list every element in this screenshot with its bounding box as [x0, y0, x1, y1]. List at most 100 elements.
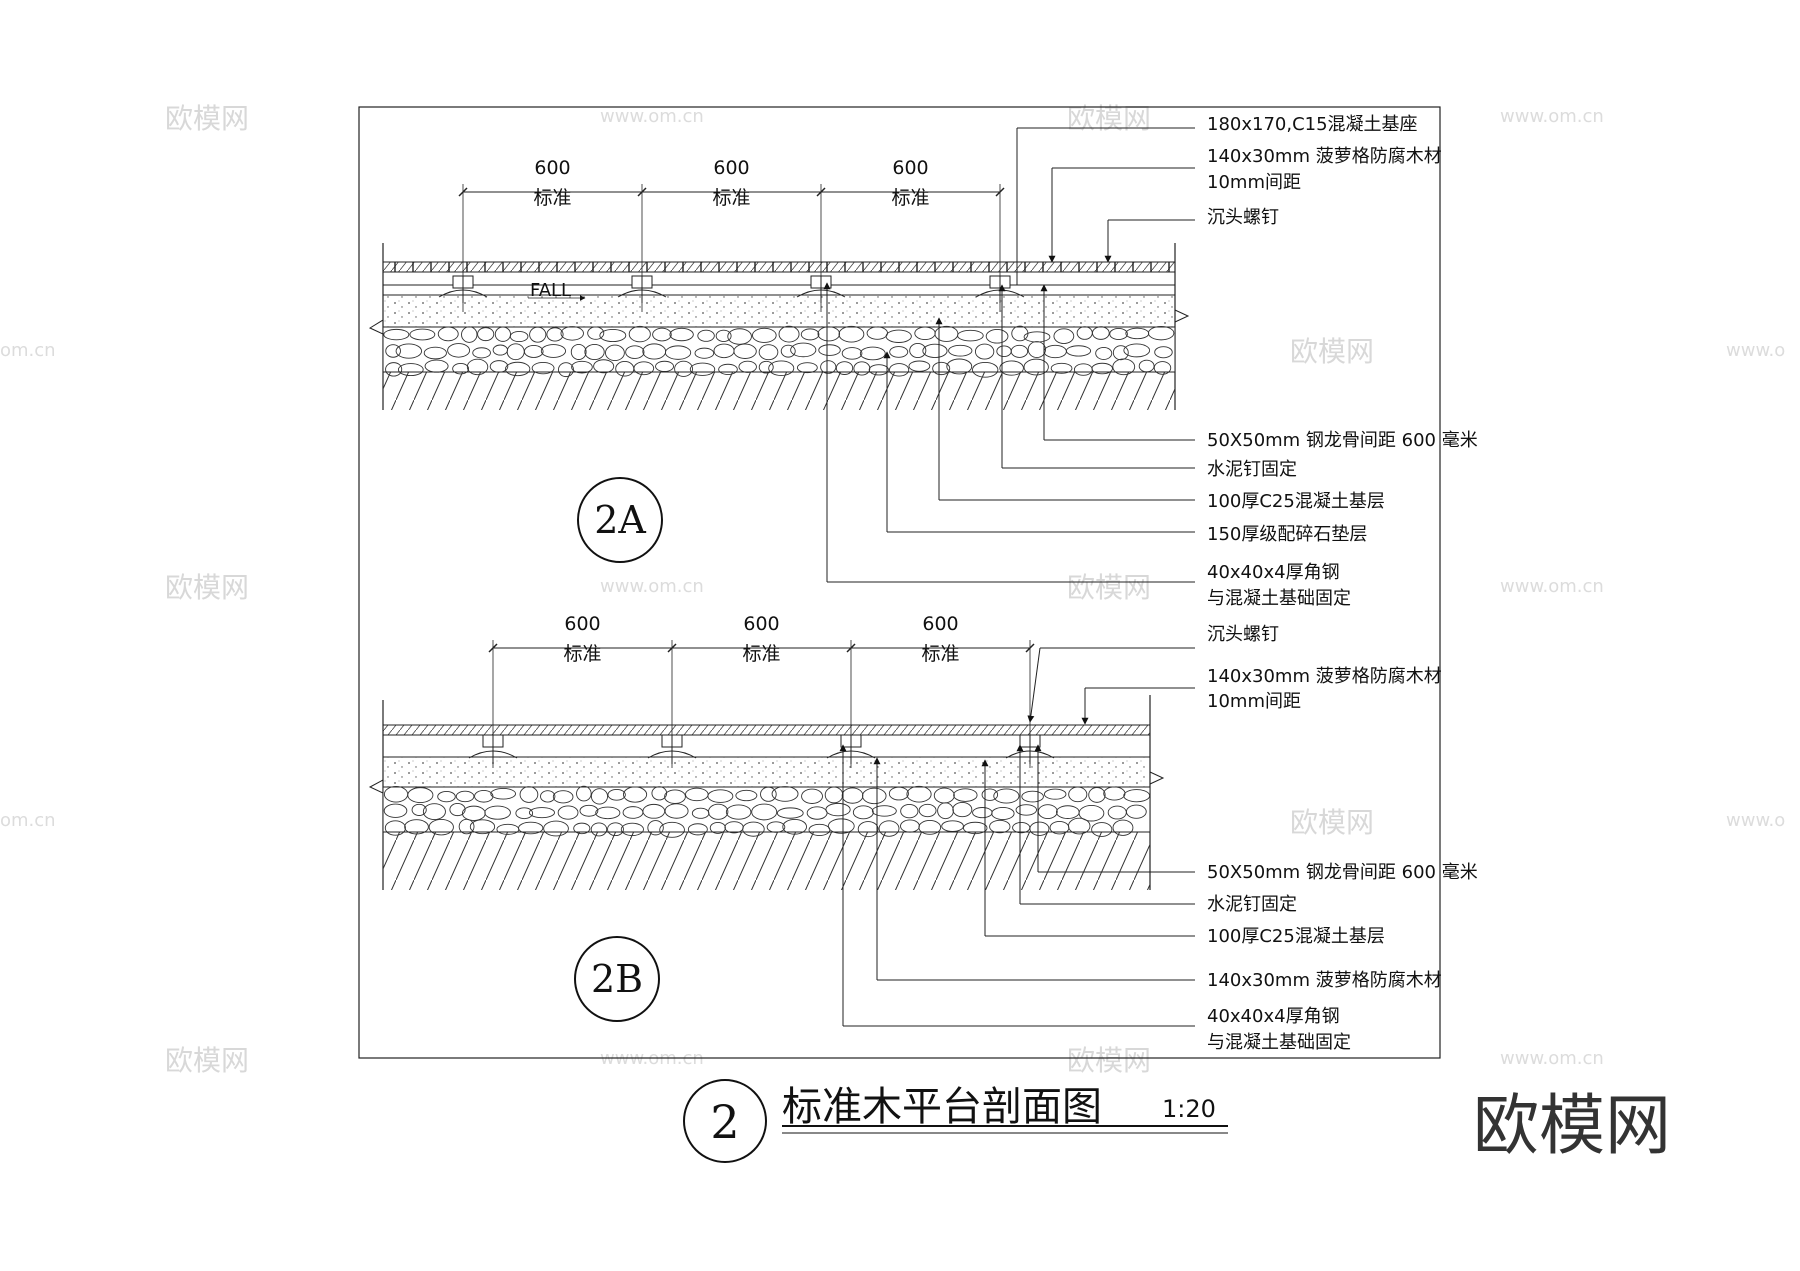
gravel-stone	[422, 803, 446, 821]
dimension-note: 标准	[921, 643, 959, 665]
gravel-stone	[528, 807, 555, 819]
gravel-stone	[918, 803, 937, 818]
callout-timber-2a: 140x30mm 菠萝格防腐木材 10mm间距	[1048, 146, 1442, 263]
svg-text:沉头螺钉: 沉头螺钉	[1207, 207, 1279, 228]
gravel-stone	[523, 345, 544, 358]
callout-angle-2a: 40x40x4厚角钢 与混凝土基础固定	[823, 282, 1351, 609]
dimension-tick	[816, 187, 826, 197]
callout-nail-2b: 水泥钉固定	[1016, 744, 1297, 915]
gravel-stone	[407, 787, 434, 803]
dimension-value: 600	[564, 613, 600, 635]
gravel-stone	[607, 788, 626, 801]
dimension-note: 标准	[742, 643, 780, 665]
gravel-stone	[708, 803, 729, 820]
gravel-stone	[669, 327, 694, 342]
watermark-brand: 欧模网	[1290, 335, 1374, 368]
gravel-stone	[519, 786, 539, 803]
watermark-url-partial: om.cn	[0, 810, 56, 831]
callout-concrete-seat-2a: 180x170,C15混凝土基座	[1016, 114, 1418, 285]
watermark-brand: 欧模网	[165, 102, 249, 135]
gravel-stone	[974, 343, 995, 360]
callout-timber-2b: 140x30mm 菠萝格防腐木材 10mm间距	[1081, 666, 1442, 725]
gravel-stone	[472, 347, 491, 359]
svg-text:2A: 2A	[594, 498, 646, 542]
gravel-layer-2b	[383, 785, 1151, 838]
gravel-stone	[778, 325, 800, 343]
fall-label: FALL	[530, 280, 571, 301]
gravel-stone	[952, 801, 973, 818]
gravel-stone	[948, 344, 973, 357]
gravel-stone	[1021, 790, 1044, 803]
soil-layer-2b	[383, 832, 1150, 890]
page-title: 标准木平台剖面图	[782, 1084, 1102, 1130]
gravel-stone	[587, 326, 605, 340]
gravel-stone	[1078, 804, 1105, 822]
dimension-tick	[667, 643, 677, 653]
watermark-url: www.om.cn	[600, 576, 704, 597]
dimension-value: 600	[534, 157, 570, 179]
gravel-stone	[841, 347, 863, 360]
gravel-stone	[780, 344, 796, 358]
watermark-url: www.om.cn	[1500, 1048, 1604, 1069]
gravel-stone	[1053, 328, 1075, 344]
gravel-stone	[1126, 804, 1147, 819]
gravel-stone	[579, 804, 599, 817]
gravel-stone	[664, 345, 692, 360]
gravel-stone	[752, 327, 777, 343]
dimension-tick	[1025, 643, 1035, 653]
callout-screw-2a: 沉头螺钉	[1104, 207, 1279, 263]
gravel-stone	[1148, 325, 1175, 341]
gravel-stone	[906, 785, 932, 803]
svg-text:40x40x4厚角钢: 40x40x4厚角钢	[1207, 1006, 1340, 1027]
gravel-stone	[697, 329, 715, 342]
watermark-url-right: www.o	[1726, 340, 1785, 361]
gravel-stone	[751, 803, 778, 821]
gravel-stone	[771, 786, 799, 802]
gravel-stone	[655, 360, 675, 372]
gravel-stone	[981, 788, 999, 801]
svg-text:180x170,C15混凝土基座: 180x170,C15混凝土基座	[1207, 114, 1418, 135]
gravel-stone	[725, 804, 752, 820]
decking-2b	[382, 724, 1151, 736]
callout-screw-2b: 沉头螺钉	[1027, 624, 1279, 723]
gravel-stone	[1123, 789, 1151, 803]
gravel-stone	[991, 806, 1015, 820]
gravel-stone	[908, 360, 931, 372]
gravel-stone	[694, 347, 715, 359]
gravel-stone	[540, 344, 567, 358]
dimension-tick	[488, 643, 498, 653]
gravel-stone	[529, 326, 547, 343]
callout-timber-lower-2b: 140x30mm 菠萝格防腐木材	[873, 757, 1442, 991]
gravel-stone	[957, 329, 984, 342]
watermark-brand: 欧模网	[1067, 1044, 1151, 1077]
gravel-stone	[652, 327, 672, 342]
gravel-stone	[395, 343, 423, 359]
gravel-stone	[560, 326, 584, 341]
dimension-note: 标准	[891, 187, 929, 209]
gravel-stone	[733, 343, 757, 359]
dimension-tick	[995, 187, 1005, 197]
gravel-stone	[871, 805, 897, 817]
gravel-stone	[1109, 327, 1128, 340]
gravel-stone	[1154, 346, 1173, 359]
gravel-stone	[484, 805, 511, 820]
watermark-brand: 欧模网	[165, 1044, 249, 1077]
gravel-stone	[885, 329, 912, 343]
gravel-stone	[383, 328, 410, 341]
svg-text:40x40x4厚角钢: 40x40x4厚角钢	[1207, 562, 1340, 583]
svg-text:2B: 2B	[591, 957, 643, 1001]
gravel-stone	[707, 789, 734, 803]
gravel-stone	[599, 328, 627, 343]
callout-nail-2a: 水泥钉固定	[998, 284, 1297, 480]
gravel-stone	[557, 805, 579, 820]
gravel-stone	[570, 343, 587, 360]
gravel-stone	[409, 328, 436, 341]
svg-text:沉头螺钉: 沉头螺钉	[1207, 624, 1279, 645]
gravel-stone	[985, 328, 1009, 344]
gravel-stone	[437, 790, 456, 803]
